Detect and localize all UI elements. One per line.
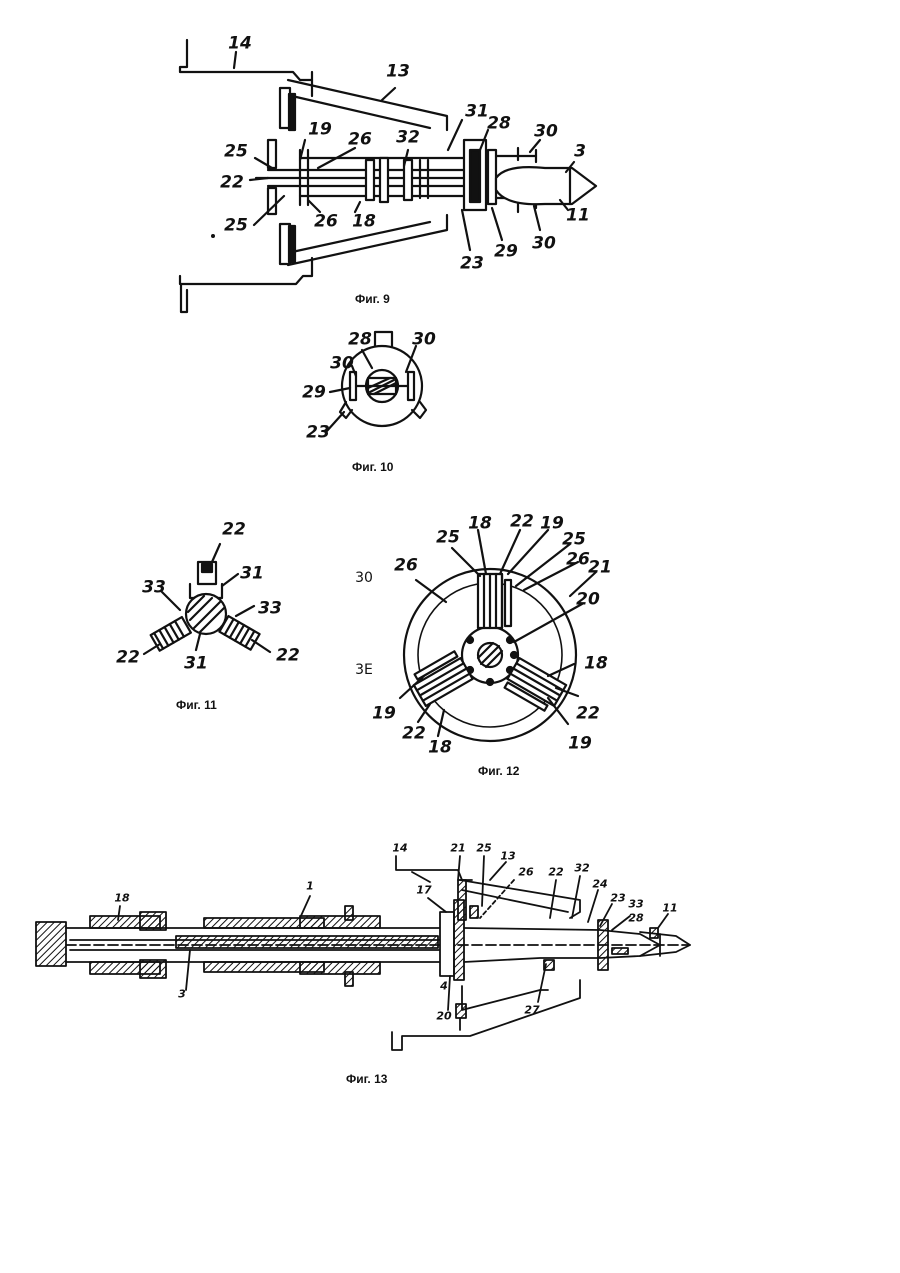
fig13-label-32: 32 <box>574 863 589 874</box>
fig13-label-23: 23 <box>610 893 625 904</box>
fig13-label-1: 1 <box>306 881 314 892</box>
fig13-label-17: 17 <box>416 885 431 896</box>
fig13-label-27: 27 <box>524 1005 539 1016</box>
fig13-label-14: 14 <box>392 843 407 854</box>
fig13-label-4: 4 <box>440 981 448 992</box>
fig13-label-21: 21 <box>450 843 465 854</box>
fig13-label-28: 28 <box>628 913 643 924</box>
fig13-label-24: 24 <box>592 879 607 890</box>
fig13-label-26: 26 <box>518 867 533 878</box>
fig13-label-11: 11 <box>662 903 677 914</box>
fig13-label-22: 22 <box>548 867 563 878</box>
fig13-label-13: 13 <box>500 851 515 862</box>
fig13-caption: Фиг. 13 <box>346 1072 387 1086</box>
fig13-label-33: 33 <box>628 899 643 910</box>
fig13-label-20: 20 <box>436 1011 451 1022</box>
fig13-label-18: 18 <box>114 893 129 904</box>
fig13-label-25: 25 <box>476 843 491 854</box>
fig13-label-3: 3 <box>178 989 186 1000</box>
